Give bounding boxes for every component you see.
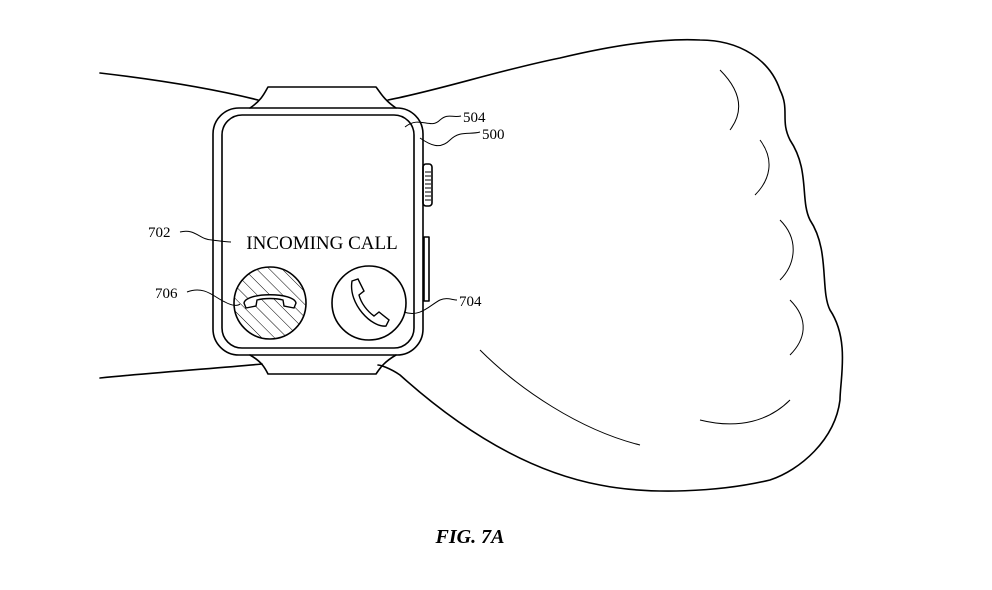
watch-band-top — [249, 86, 397, 109]
decline-call-button — [233, 266, 307, 340]
watch-body — [212, 107, 424, 356]
accept-call-button — [331, 265, 407, 341]
watch-screen — [221, 114, 415, 349]
label-500: 500 — [482, 127, 505, 143]
side-button — [423, 236, 430, 302]
label-706: 706 — [155, 286, 178, 302]
label-702: 702 — [148, 225, 171, 241]
label-504: 504 — [463, 110, 486, 126]
phone-icon — [350, 278, 390, 327]
label-704: 704 — [459, 294, 482, 310]
watch-band-bottom — [249, 354, 397, 375]
incoming-call-text: INCOMING CALL — [246, 233, 397, 254]
figure-caption: FIG. 7A — [435, 526, 505, 548]
phone-hangup-icon — [243, 294, 297, 309]
arm-outline — [99, 38, 844, 492]
digital-crown-icon — [422, 163, 433, 207]
